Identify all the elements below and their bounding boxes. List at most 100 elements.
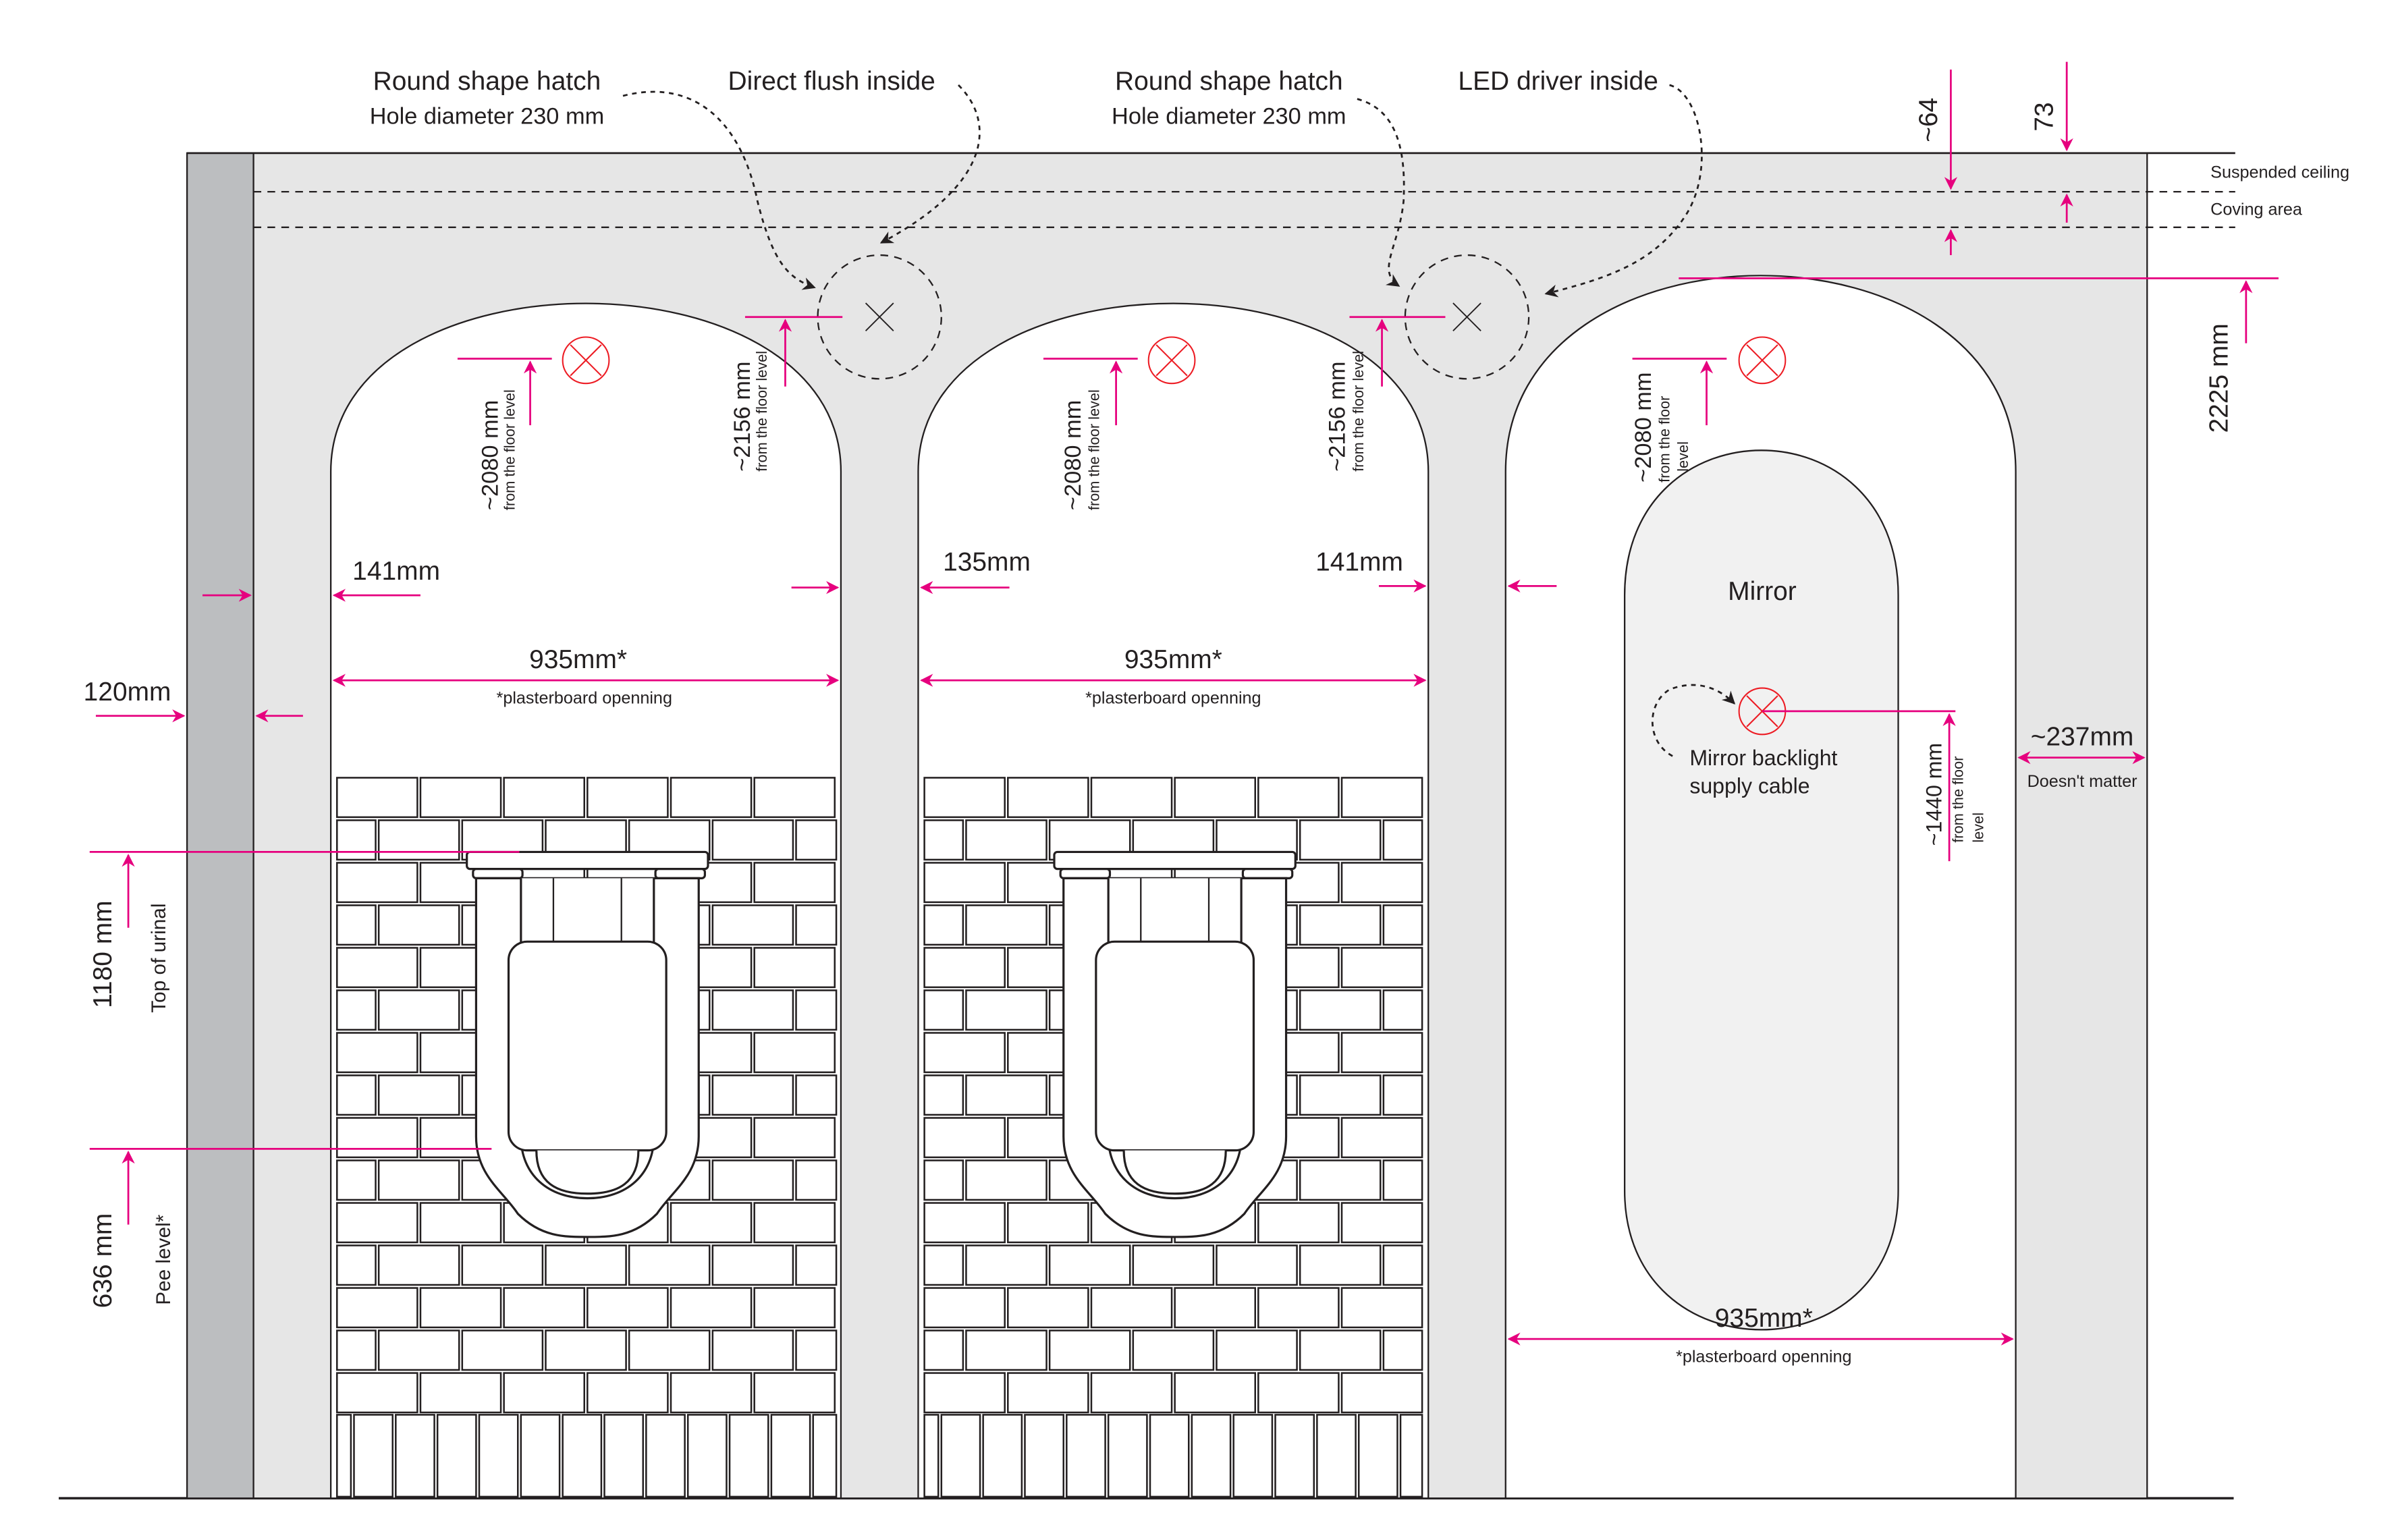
wall-tile	[1382, 1329, 1423, 1371]
wall-tile	[795, 1159, 838, 1201]
wall-tile	[461, 1244, 544, 1286]
dim-2225	[1679, 277, 2279, 343]
wall-tile	[923, 1244, 964, 1286]
skirting-tile	[520, 1414, 561, 1498]
wall-tile	[711, 1074, 794, 1116]
flush-label: Direct flush inside	[728, 67, 935, 96]
wall-tile	[503, 777, 586, 819]
pier-2-right-width-label: 141mm	[1315, 547, 1403, 576]
wall-tile	[1257, 1202, 1340, 1244]
wall-tile	[923, 904, 964, 946]
wall-tile	[545, 1244, 627, 1286]
wall-tile	[1090, 1372, 1173, 1414]
dim-pee-level	[89, 1147, 492, 1225]
skirting-tile	[1191, 1414, 1232, 1498]
wall-tile	[923, 862, 1006, 904]
light-fixture-3	[1738, 336, 1787, 385]
wall-tile	[377, 819, 460, 861]
skirting-tile	[353, 1414, 394, 1498]
wall-tile	[545, 1329, 627, 1371]
skirting-tile	[940, 1414, 981, 1498]
wall-tile	[795, 1074, 838, 1116]
wall-tile	[923, 1329, 964, 1371]
hatch-2-subtitle: Hole diameter 230 mm	[1112, 103, 1346, 129]
urinal-top-height: 1180 mm	[88, 900, 117, 1008]
pier-1-width-label: 141mm	[352, 557, 440, 586]
skirting-tile	[770, 1414, 811, 1498]
dim-mirror-cable	[1762, 710, 1956, 862]
wall-tile	[753, 1202, 836, 1244]
wall-tile	[1257, 1372, 1340, 1414]
wall-tile	[965, 1074, 1047, 1116]
wall-tile	[965, 989, 1047, 1031]
wall-tile	[377, 904, 460, 946]
wall-tile	[587, 777, 669, 819]
light-2-height-sub: from the floor level	[1085, 389, 1102, 510]
wall-tile	[1299, 1244, 1382, 1286]
hatch-1-height: ~2156 mm	[730, 361, 755, 471]
wall-tile	[419, 777, 502, 819]
wall-tile	[795, 1244, 838, 1286]
bay-1-width-label: 935mm*	[529, 645, 627, 674]
light-1-height-sub: from the floor level	[501, 389, 518, 510]
wall-tile	[336, 819, 377, 861]
wall-tile	[587, 1287, 669, 1329]
bay-2-width-label: 935mm*	[1124, 645, 1222, 674]
leader-hatch-2	[1357, 98, 1405, 287]
wall-tile	[1382, 1159, 1423, 1201]
wall-tile	[923, 1372, 1006, 1414]
urinal-1	[466, 850, 709, 1238]
wall-tile	[1340, 777, 1423, 819]
right-pier-width-label: ~237mm	[2031, 722, 2134, 751]
suspended-ceiling-label: Suspended ceiling	[2210, 163, 2349, 182]
skirting-tile	[1232, 1414, 1274, 1498]
mirror-cable-label-1: Mirror backlight	[1689, 746, 1837, 770]
wall-tile	[336, 862, 418, 904]
wall-tile	[965, 819, 1047, 861]
light-3-height: ~2080 mm	[1631, 373, 1656, 483]
hatch-2	[1404, 254, 1530, 380]
light-1-height: ~2080 mm	[477, 400, 503, 510]
wall-tile	[923, 819, 964, 861]
wall-tile	[628, 1244, 711, 1286]
skirting-tile	[436, 1414, 477, 1498]
wall-tile	[1174, 777, 1257, 819]
wall-tile	[1007, 1372, 1089, 1414]
wall-tile	[753, 1117, 836, 1159]
wall-tile	[923, 1202, 1006, 1244]
hatch-2-height-sub: from the floor level	[1350, 351, 1367, 472]
wall-tile	[753, 862, 836, 904]
wall-tile	[628, 1329, 711, 1371]
mirror	[1623, 449, 1899, 1331]
wall-tile	[377, 1074, 460, 1116]
wall-tile	[795, 989, 838, 1031]
wall-tile	[1382, 989, 1423, 1031]
outer-wall-width-label: 120mm	[84, 678, 171, 707]
hatch-1-title: Round shape hatch	[373, 67, 601, 96]
wall-tile	[1299, 1329, 1382, 1371]
dim-light-3	[1632, 358, 1727, 426]
wall-tile	[795, 819, 838, 861]
led-driver-label: LED driver inside	[1458, 67, 1658, 96]
wall-tile	[336, 1287, 418, 1329]
pee-level-height: 636 mm	[88, 1213, 117, 1309]
wall-tile	[1174, 1372, 1257, 1414]
wall-tile	[923, 1159, 964, 1201]
wall-tile	[1007, 777, 1089, 819]
leader-hatch-1	[622, 90, 816, 290]
wall-tile	[923, 1032, 1006, 1074]
wall-tile	[923, 777, 1006, 819]
hatch-1	[817, 254, 942, 380]
light-2-height: ~2080 mm	[1060, 400, 1086, 510]
wall-tile	[1007, 1287, 1089, 1329]
wall-tile	[336, 1074, 377, 1116]
wall-tile	[1299, 904, 1382, 946]
wall-tile	[670, 1202, 753, 1244]
wall-tile	[753, 1372, 836, 1414]
wall-tile	[1340, 862, 1423, 904]
wall-tile	[336, 1244, 377, 1286]
wall-tile	[711, 1159, 794, 1201]
wall-tile	[461, 1329, 544, 1371]
wall-tile	[1048, 1244, 1131, 1286]
coving-area-label: Coving area	[2210, 200, 2303, 219]
